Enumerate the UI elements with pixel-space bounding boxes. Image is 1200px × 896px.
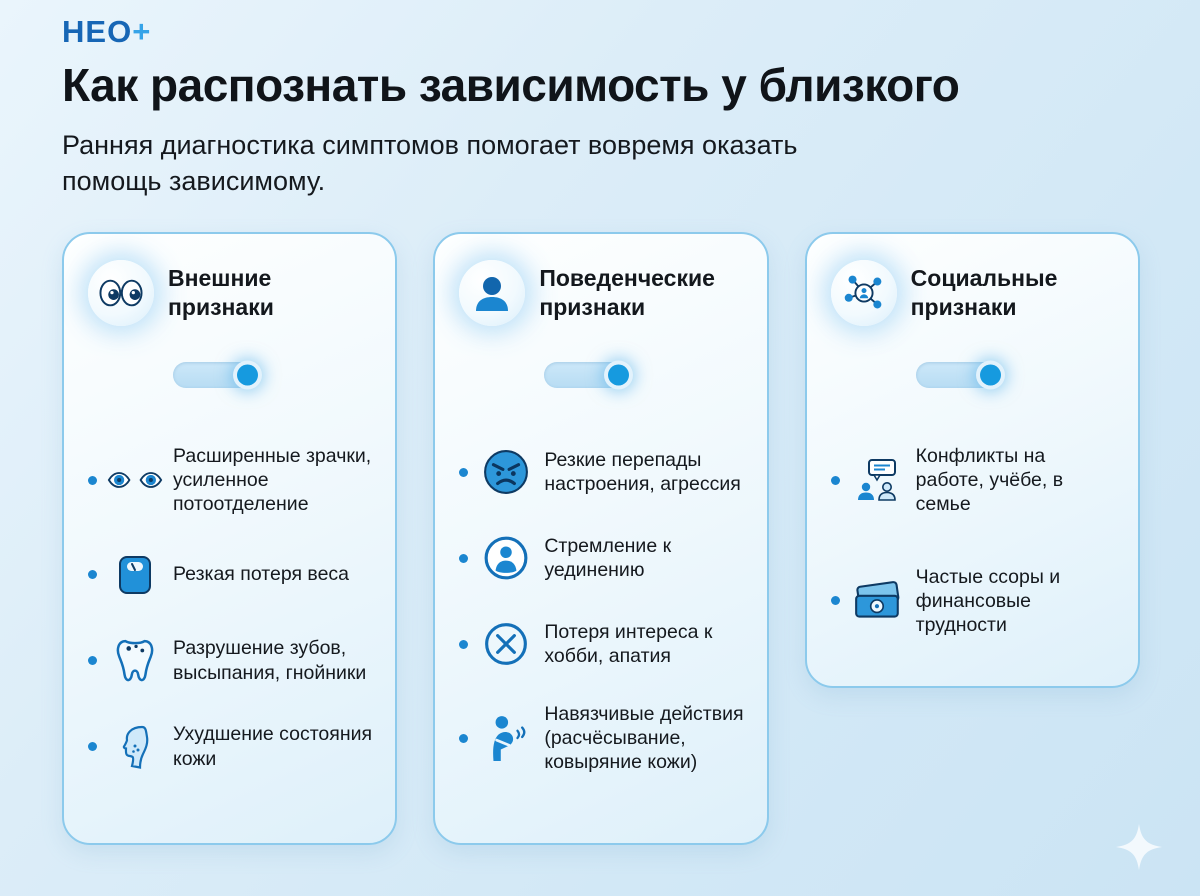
list-item: Резкие перепады настроения, агрессия	[459, 444, 744, 500]
list-item: Разрушение зубов, высыпания, гнойники	[88, 633, 373, 689]
page-title: Как распознать зависимость у близкого	[62, 59, 960, 111]
item-text: Частые ссоры и финансовые трудности	[915, 565, 1061, 636]
list-item: Навязчивые действия (расчёсывание, ковыр…	[459, 702, 744, 775]
bullet-dot	[830, 475, 840, 485]
card-title: Социальные признаки	[910, 265, 1058, 320]
list-item: Конфликты на работе, учёбе, в семье	[830, 444, 1116, 517]
list-item: Частые ссоры и финансовые трудности	[830, 565, 1116, 638]
card-social-signs: Социальные признаки	[804, 232, 1140, 688]
social-network-icon	[830, 260, 897, 326]
card-behavioral-signs: Поведенческие признаки	[433, 232, 769, 845]
card-header: Внешние признаки	[88, 260, 373, 326]
bullet-dot	[459, 553, 469, 563]
angry-face-icon	[478, 444, 534, 500]
dilated-pupils-icon	[107, 452, 163, 508]
logo-text: НЕО	[62, 14, 133, 49]
logo-plus-icon: +	[132, 14, 152, 49]
item-text: Резкие перепады настроения, агрессия	[544, 448, 741, 495]
item-text: Резкая потеря веса	[173, 563, 350, 586]
solitude-person-icon	[478, 530, 534, 586]
items-list: Расширенные зрачки, усиленное потоотделе…	[88, 444, 373, 775]
toggle-switch[interactable]	[915, 362, 1004, 388]
item-text: Разрушение зубов, высыпания, гнойники	[173, 637, 367, 684]
toggle-knob	[979, 364, 1001, 386]
weight-scale-icon	[107, 547, 163, 603]
scratching-icon	[478, 710, 534, 766]
toggle-knob	[608, 364, 630, 386]
conflict-people-icon	[850, 452, 906, 508]
item-text: Потеря интереса к хобби, апатия	[544, 620, 713, 667]
toggle-knob	[237, 364, 258, 386]
face-skin-icon	[107, 719, 163, 775]
page-subtitle: Ранняя диагностика симптомов помогает во…	[62, 130, 798, 196]
card-title: Поведенческие признаки	[539, 265, 715, 320]
list-item: Потеря интереса к хобби, апатия	[459, 616, 744, 672]
list-item: Расширенные зрачки, усиленное потоотделе…	[88, 444, 373, 517]
items-list: Резкие перепады настроения, агрессия Стр…	[459, 444, 744, 775]
bullet-dot	[88, 656, 97, 666]
cards-row: Внешние признаки Расшир	[62, 232, 1140, 845]
item-text: Ухудшение состояния кожи	[173, 723, 373, 770]
toggle-switch[interactable]	[173, 362, 261, 388]
no-interest-icon	[478, 616, 534, 672]
sparkle-icon	[1116, 824, 1162, 870]
tooth-icon	[107, 633, 163, 689]
bullet-dot	[459, 733, 469, 743]
card-header: Поведенческие признаки	[459, 260, 744, 326]
bullet-dot	[88, 742, 97, 752]
item-text: Расширенные зрачки, усиленное потоотделе…	[173, 445, 372, 516]
money-icon	[850, 573, 906, 629]
item-text: Стремление к уединению	[544, 534, 672, 581]
card-title: Внешние признаки	[168, 265, 274, 320]
bullet-dot	[459, 639, 469, 649]
items-list: Конфликты на работе, учёбе, в семье	[830, 444, 1116, 638]
bullet-dot	[88, 475, 97, 485]
card-external-signs: Внешние признаки Расшир	[62, 232, 398, 845]
bullet-dot	[459, 467, 469, 477]
logo: НЕО+	[62, 14, 151, 50]
eyes-icon	[88, 260, 154, 326]
bullet-dot	[88, 570, 97, 580]
person-icon	[459, 260, 526, 326]
item-text: Конфликты на работе, учёбе, в семье	[915, 445, 1064, 516]
list-item: Резкая потеря веса	[88, 547, 373, 603]
bullet-dot	[830, 596, 840, 606]
list-item: Стремление к уединению	[459, 530, 744, 586]
item-text: Навязчивые действия (расчёсывание, ковыр…	[544, 703, 744, 774]
list-item: Ухудшение состояния кожи	[88, 719, 373, 775]
card-header: Социальные признаки	[830, 260, 1116, 326]
toggle-switch[interactable]	[544, 362, 633, 388]
